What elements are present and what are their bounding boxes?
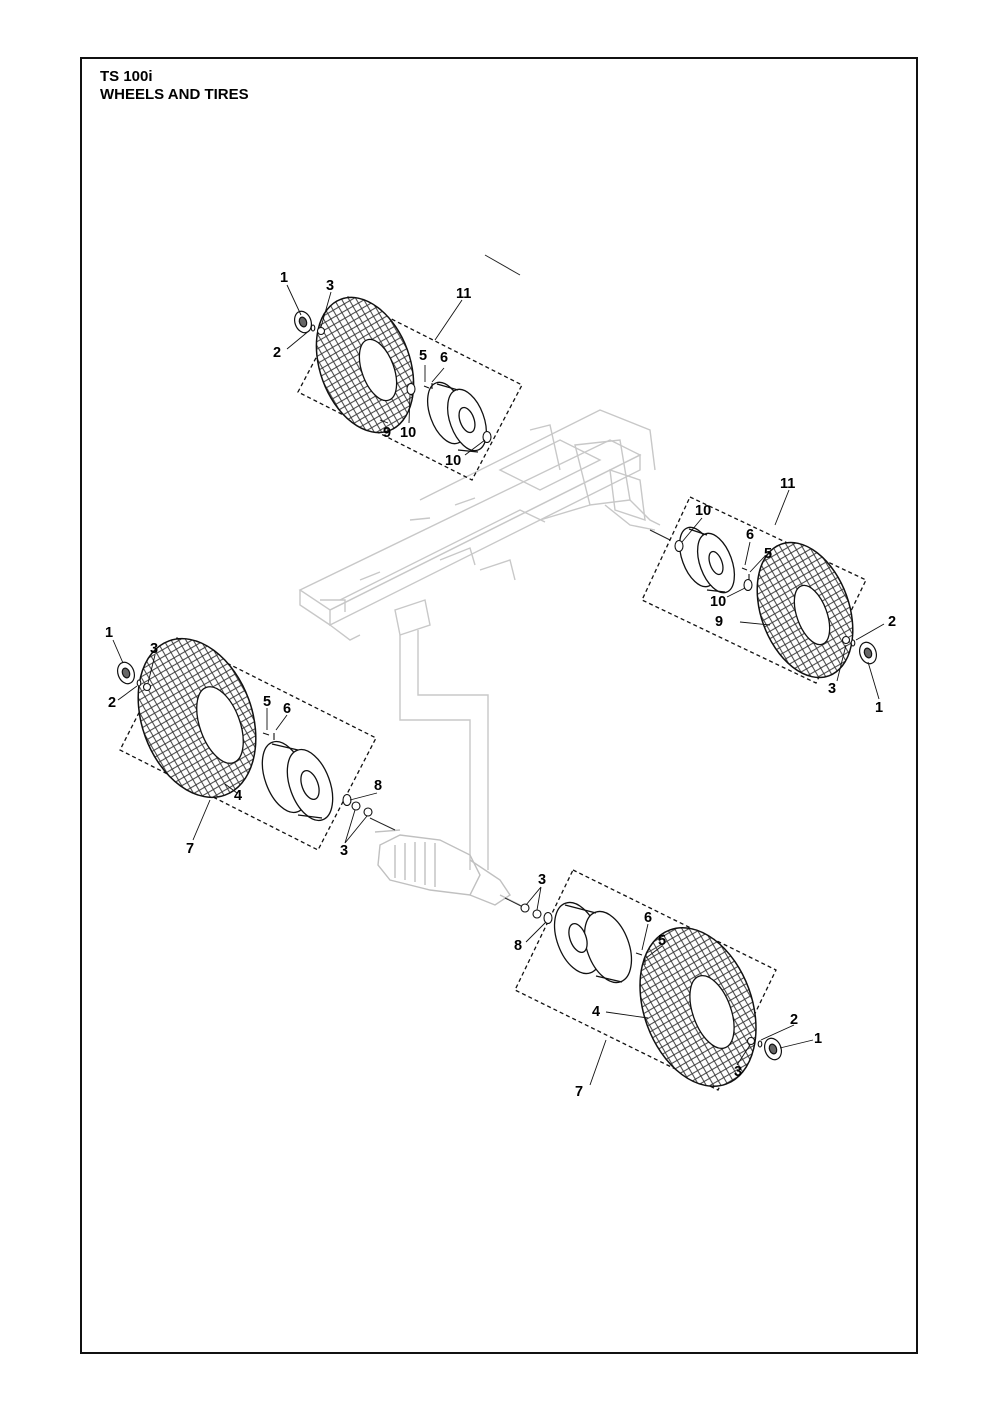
callout-4-rr: 4 bbox=[592, 1004, 600, 1020]
page-title: TS 100i WHEELS AND TIRES bbox=[100, 68, 249, 104]
callout-labels: 1 3 11 2 5 6 9 10 10 11 10 6 5 10 9 2 3 … bbox=[105, 270, 896, 1100]
callout-2-rr: 2 bbox=[790, 1012, 798, 1028]
callout-11-fr: 11 bbox=[780, 476, 795, 492]
callout-1-fr: 1 bbox=[875, 700, 883, 716]
callout-3-rr: 3 bbox=[538, 872, 546, 888]
hub-cap-rear-right bbox=[763, 1037, 783, 1061]
rim-rear-right bbox=[553, 901, 633, 984]
callout-3b-rr: 3 bbox=[734, 1064, 742, 1080]
section-name: WHEELS AND TIRES bbox=[100, 86, 249, 103]
callout-10a-fr: 10 bbox=[695, 503, 711, 519]
page-frame bbox=[80, 57, 918, 1354]
tire-rear-right bbox=[639, 927, 757, 1087]
rim-front-left bbox=[426, 381, 488, 453]
callout-10b-fl: 10 bbox=[445, 453, 461, 469]
rim-rear-left bbox=[261, 740, 334, 822]
callout-3b-rl: 3 bbox=[340, 843, 348, 859]
callout-5-fl: 5 bbox=[419, 348, 427, 364]
tire-front-right bbox=[756, 541, 854, 679]
callout-2-fr: 2 bbox=[888, 614, 896, 630]
hub-cap-rear-left bbox=[116, 661, 136, 685]
rim-front-right bbox=[678, 526, 736, 594]
chassis-frame bbox=[298, 409, 661, 870]
callout-2-rl: 2 bbox=[108, 695, 116, 711]
callout-6-rl: 6 bbox=[283, 701, 291, 717]
callout-5-rr: 5 bbox=[658, 933, 666, 949]
callout-7-rr: 7 bbox=[575, 1084, 583, 1100]
callout-10b-fr: 10 bbox=[710, 594, 726, 610]
callout-8-rl: 8 bbox=[374, 778, 382, 794]
callout-4-rl: 4 bbox=[234, 788, 242, 804]
tire-rear-left bbox=[137, 637, 257, 799]
callout-8-rr: 8 bbox=[514, 938, 522, 954]
callout-1-rl: 1 bbox=[105, 625, 113, 641]
callout-11-fl: 11 bbox=[456, 286, 471, 302]
axle-lines bbox=[369, 254, 671, 909]
callout-9-fl: 9 bbox=[383, 425, 391, 441]
callout-6-fr: 6 bbox=[746, 527, 754, 543]
callout-9-fr: 9 bbox=[715, 614, 723, 630]
transaxle bbox=[374, 829, 521, 906]
tire-front-left bbox=[315, 296, 415, 434]
callout-2-fl: 2 bbox=[273, 345, 281, 361]
callout-1-fl: 1 bbox=[280, 270, 288, 286]
model-name: TS 100i bbox=[100, 68, 153, 85]
hub-cap-front-left bbox=[293, 310, 313, 334]
callout-5-rl: 5 bbox=[263, 694, 271, 710]
callout-10a-fl: 10 bbox=[400, 425, 416, 441]
callout-3-fl: 3 bbox=[326, 278, 334, 294]
callout-7-rl: 7 bbox=[186, 841, 194, 857]
callout-5-fr: 5 bbox=[764, 546, 772, 562]
leader-lines bbox=[112, 284, 885, 1086]
hub-cap-front-right bbox=[858, 641, 878, 665]
callout-6-fl: 6 bbox=[440, 350, 448, 366]
callout-1-rr: 1 bbox=[814, 1031, 822, 1047]
callout-3-rl: 3 bbox=[150, 641, 158, 657]
callout-6-rr: 6 bbox=[644, 910, 652, 926]
hardware bbox=[136, 324, 856, 1048]
callout-3-fr: 3 bbox=[828, 681, 836, 697]
